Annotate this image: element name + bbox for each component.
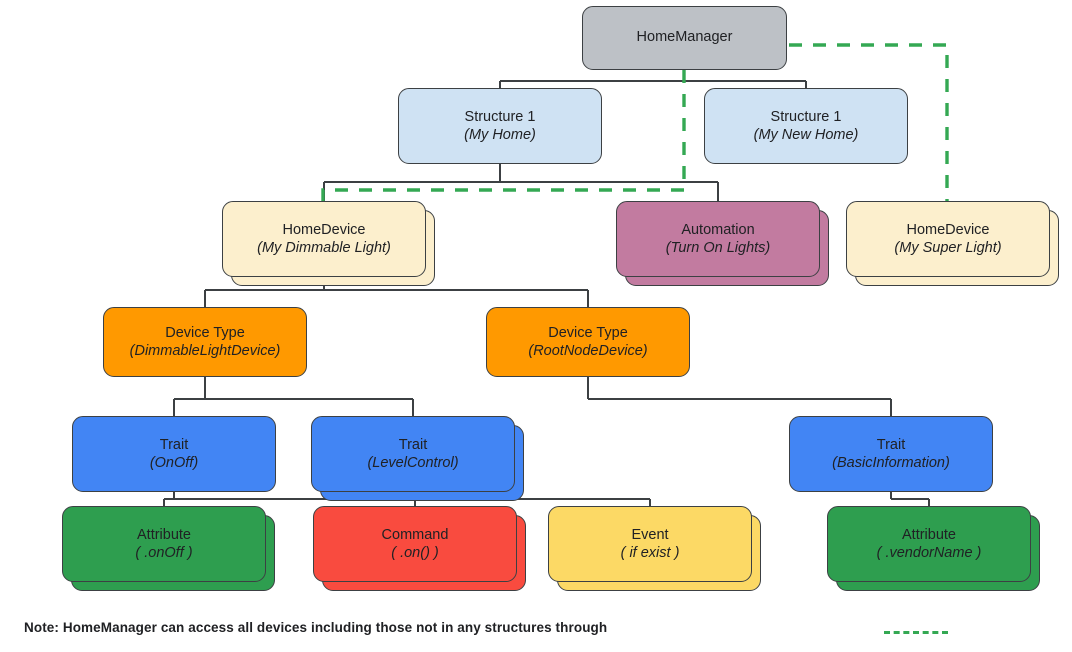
node-trait-onoff[interactable]: Trait (OnOff) bbox=[72, 416, 276, 492]
node-title: HomeManager bbox=[636, 29, 733, 46]
node-title: Attribute bbox=[902, 526, 956, 543]
node-title: Attribute bbox=[137, 526, 191, 543]
node-home-device-1[interactable]: HomeDevice (My Dimmable Light) bbox=[222, 201, 426, 277]
node-automation[interactable]: Automation (Turn On Lights) bbox=[616, 201, 820, 277]
node-subtitle: (My Super Light) bbox=[894, 240, 1002, 256]
node-subtitle: ( .onOff ) bbox=[135, 545, 193, 561]
node-subtitle: (DimmableLightDevice) bbox=[129, 343, 281, 359]
footer-legend-dash-icon bbox=[884, 631, 948, 634]
node-title: Structure 1 bbox=[770, 108, 842, 125]
node-home-manager[interactable]: HomeManager bbox=[582, 6, 787, 70]
node-title: Structure 1 bbox=[464, 108, 536, 125]
node-title: Automation bbox=[681, 221, 755, 238]
node-command-on[interactable]: Command ( .on() ) bbox=[313, 506, 517, 582]
node-title: HomeDevice bbox=[906, 221, 990, 238]
node-structure-2[interactable]: Structure 1 (My New Home) bbox=[704, 88, 908, 164]
node-device-type-1[interactable]: Device Type (DimmableLightDevice) bbox=[103, 307, 307, 377]
node-subtitle: (My New Home) bbox=[753, 127, 859, 143]
node-subtitle: ( .vendorName ) bbox=[876, 545, 982, 561]
node-title: Trait bbox=[398, 436, 428, 453]
node-subtitle: ( if exist ) bbox=[620, 545, 680, 561]
node-subtitle: (Turn On Lights) bbox=[665, 240, 771, 256]
node-attribute-onoff[interactable]: Attribute ( .onOff ) bbox=[62, 506, 266, 582]
node-subtitle: (RootNodeDevice) bbox=[528, 343, 648, 359]
node-title: Device Type bbox=[165, 324, 245, 341]
node-subtitle: (My Dimmable Light) bbox=[257, 240, 391, 256]
node-subtitle: (LevelControl) bbox=[367, 455, 459, 471]
node-home-device-2[interactable]: HomeDevice (My Super Light) bbox=[846, 201, 1050, 277]
node-title: HomeDevice bbox=[282, 221, 366, 238]
node-subtitle: (BasicInformation) bbox=[832, 455, 950, 471]
node-structure-1[interactable]: Structure 1 (My Home) bbox=[398, 88, 602, 164]
node-subtitle: ( .on() ) bbox=[391, 545, 439, 561]
node-title: Event bbox=[631, 526, 669, 543]
node-subtitle: (OnOff) bbox=[149, 455, 199, 471]
node-attribute-vendor[interactable]: Attribute ( .vendorName ) bbox=[827, 506, 1031, 582]
node-title: Command bbox=[381, 526, 449, 543]
node-title: Device Type bbox=[548, 324, 628, 341]
footer-note: Note: HomeManager can access all devices… bbox=[24, 620, 608, 635]
node-device-type-2[interactable]: Device Type (RootNodeDevice) bbox=[486, 307, 690, 377]
node-title: Trait bbox=[876, 436, 906, 453]
node-trait-basic[interactable]: Trait (BasicInformation) bbox=[789, 416, 993, 492]
node-event-if-exist[interactable]: Event ( if exist ) bbox=[548, 506, 752, 582]
node-subtitle: (My Home) bbox=[464, 127, 536, 143]
node-title: Trait bbox=[159, 436, 189, 453]
node-trait-level[interactable]: Trait (LevelControl) bbox=[311, 416, 515, 492]
